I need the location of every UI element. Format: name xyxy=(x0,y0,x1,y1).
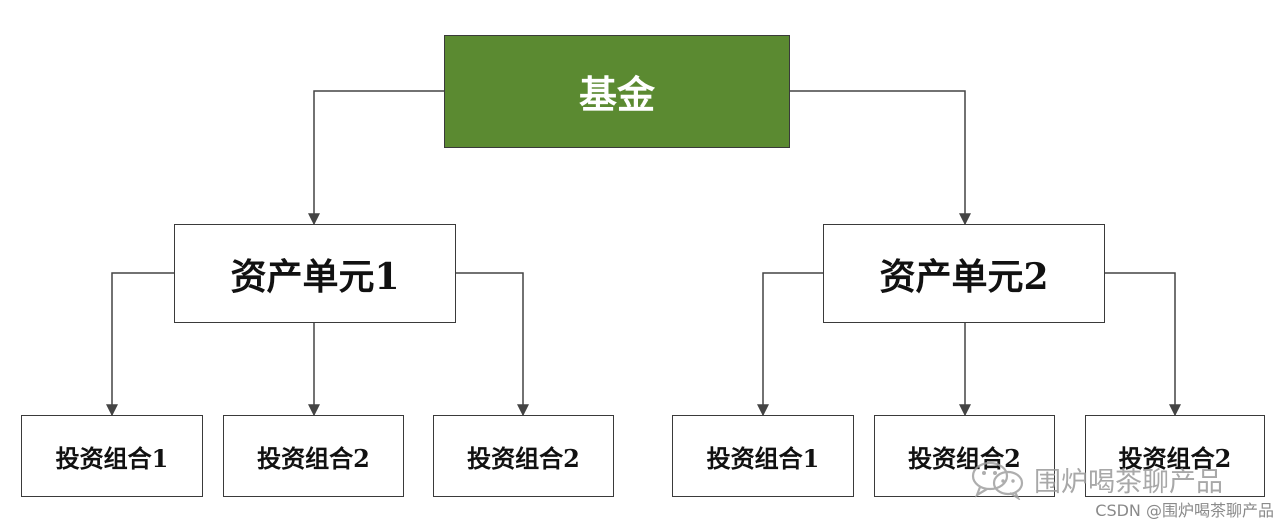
csdn-watermark: CSDN @围炉喝茶聊产品 xyxy=(1095,501,1274,520)
watermark-account-name: 围炉喝茶聊产品 xyxy=(1034,466,1223,498)
unit2-portfolio-3-node: 投资组合2 xyxy=(1085,415,1265,497)
unit1-portfolio-2-node: 投资组合2 xyxy=(223,415,404,497)
connector-root-unit2 xyxy=(790,90,971,226)
unit1-portfolio-1-node: 投资组合1 xyxy=(21,415,203,497)
unit1-portfolio-3-node: 投资组合2 xyxy=(433,415,614,497)
connector-unit1-portfolio1 xyxy=(106,272,174,417)
unit2-portfolio-1-node: 投资组合1 xyxy=(672,415,854,497)
connector-unit1-portfolio3 xyxy=(456,272,529,417)
asset-unit-1-node: 资产单元1 xyxy=(174,224,456,323)
unit2-portfolio-2-node: 投资组合2 xyxy=(874,415,1055,497)
wechat-watermark: 围炉喝茶聊产品 xyxy=(968,458,1223,500)
wechat-icon xyxy=(971,461,1024,500)
connector-root-unit1 xyxy=(308,90,444,226)
connector-unit2-portfolio1 xyxy=(757,272,823,417)
asset-unit-2-node: 资产单元2 xyxy=(823,224,1105,323)
fund-node: 基金 xyxy=(444,35,790,148)
connector-unit2-portfolio3 xyxy=(1105,272,1181,417)
